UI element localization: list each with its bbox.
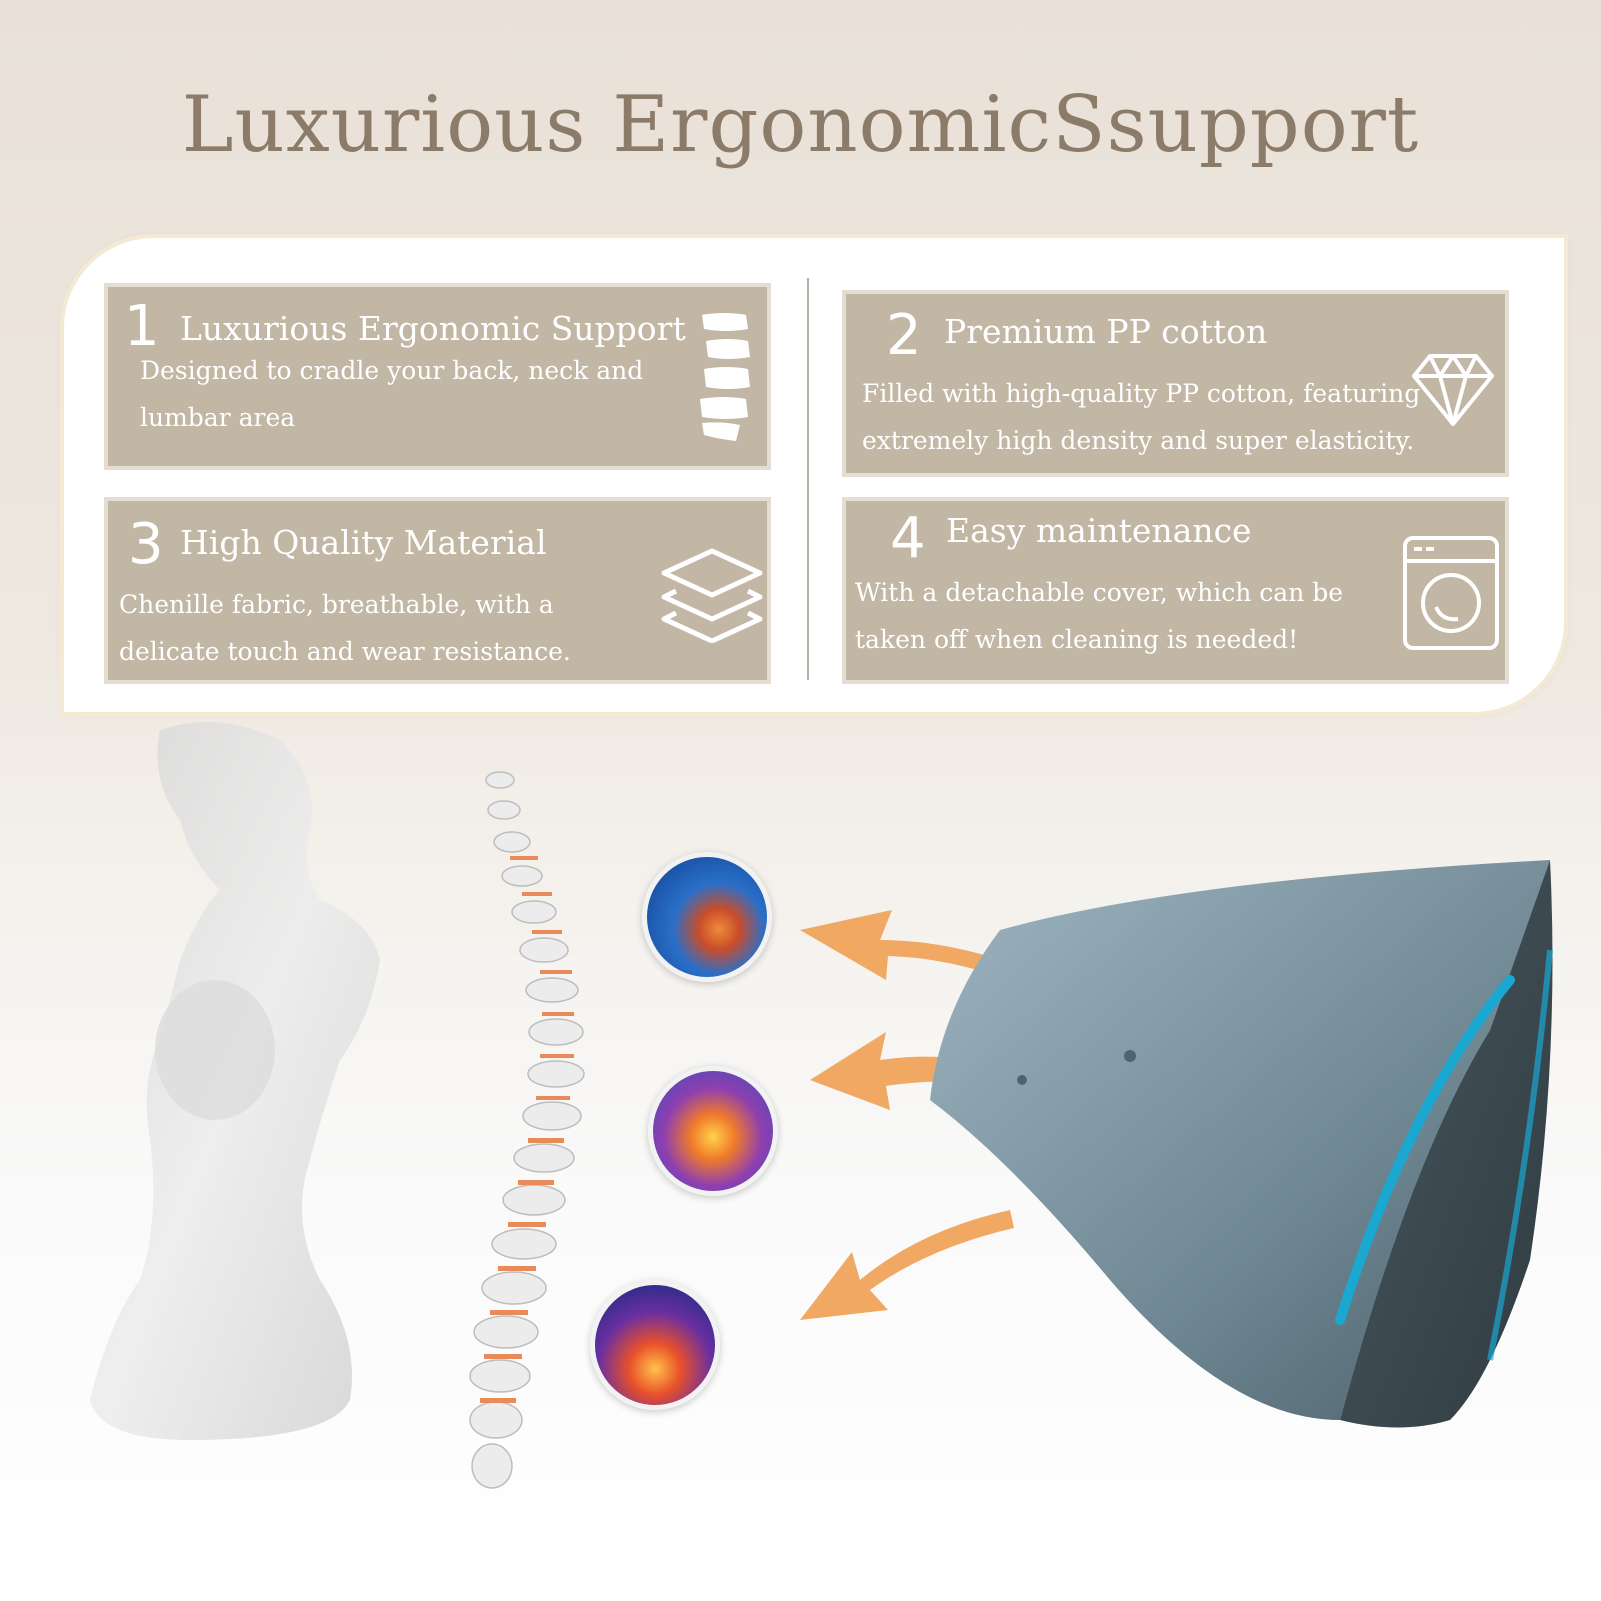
feature-description: Filled with high-quality PP cotton, feat… <box>862 379 1421 455</box>
feature-description: Chenille fabric, breathable, with a deli… <box>119 590 571 666</box>
feature-number: 3 <box>128 512 164 577</box>
cervical-spine-bubble <box>648 1066 778 1196</box>
feature-number: 2 <box>886 303 922 368</box>
page-title: Luxurious ErgonomicSsupport <box>181 80 1420 170</box>
feature-heading: Luxurious Ergonomic Support <box>180 309 686 348</box>
feature-description: With a detachable cover, which can be ta… <box>855 578 1344 654</box>
panel-divider <box>807 278 809 680</box>
washing-machine-icon <box>1402 535 1500 655</box>
feature-card-4: 4 Easy maintenance With a detachable cov… <box>842 497 1509 684</box>
layers-icon <box>660 547 764 647</box>
lumbar-spine-bubble <box>590 1280 720 1410</box>
diamond-icon <box>1410 352 1496 432</box>
feature-card-3: 3 High Quality Material Chenille fabric,… <box>104 497 771 684</box>
spine-icon <box>696 311 752 445</box>
feature-card-1: 1 Luxurious Ergonomic Support Designed t… <box>104 283 771 470</box>
feature-card-2: 2 Premium PP cotton Filled with high-qua… <box>842 290 1509 477</box>
feature-number: 1 <box>124 294 160 359</box>
feature-heading: Easy maintenance <box>946 511 1252 550</box>
feature-heading: Premium PP cotton <box>944 312 1268 351</box>
seated-woman-silhouette <box>70 720 500 1484</box>
feature-heading: High Quality Material <box>180 523 547 562</box>
triangle-wedge-pillow <box>930 860 1570 1484</box>
feature-number: 4 <box>890 506 926 571</box>
shoulder-pain-bubble <box>642 852 772 982</box>
spine-model <box>440 760 620 1524</box>
feature-description: Designed to cradle your back, neck and l… <box>140 356 644 432</box>
